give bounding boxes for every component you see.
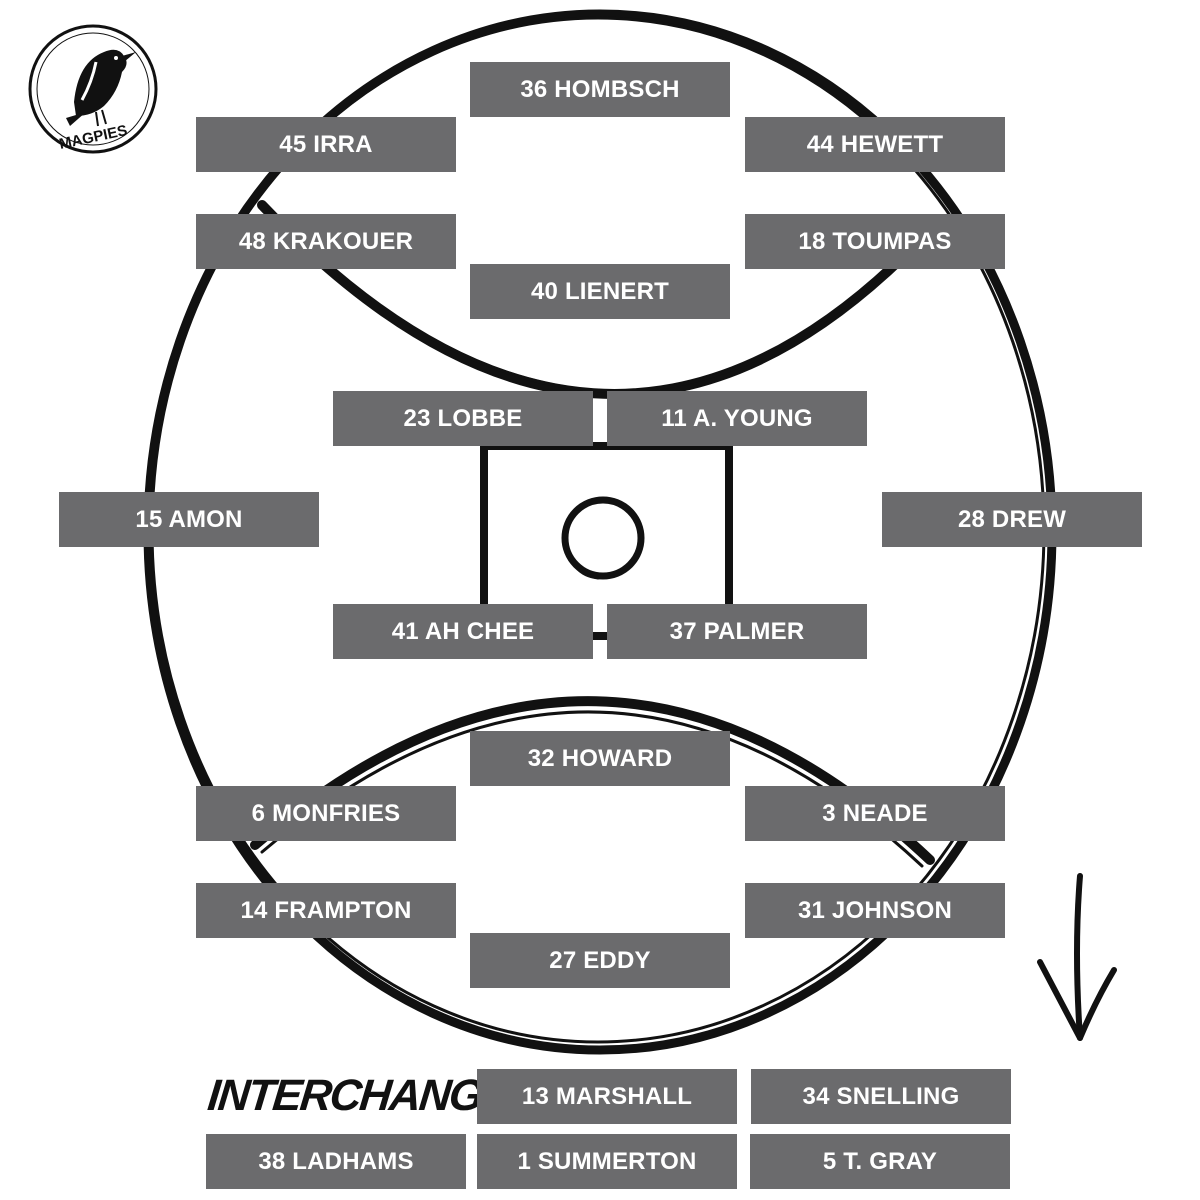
- player-half-back-flank-left: 6 MONFRIES: [196, 786, 456, 841]
- player-centre: 37 PALMER: [607, 604, 867, 659]
- interchange-player: 5 T. GRAY: [750, 1134, 1010, 1189]
- down-arrow-icon: [1037, 873, 1117, 1041]
- player-centre-half-back: 32 HOWARD: [470, 731, 730, 786]
- player-half-back-flank-right: 3 NEADE: [745, 786, 1005, 841]
- player-ruck: 23 LOBBE: [333, 391, 593, 446]
- player-wing-left: 15 AMON: [59, 492, 319, 547]
- interchange-player: 34 SNELLING: [751, 1069, 1011, 1124]
- player-full-forward: 36 HOMBSCH: [470, 62, 730, 117]
- player-forward-pocket-right: 44 HEWETT: [745, 117, 1005, 172]
- back-fifty-arc: [250, 696, 935, 865]
- player-back-pocket-right: 31 JOHNSON: [745, 883, 1005, 938]
- centre-square: [480, 442, 733, 640]
- player-forward-pocket-left: 45 IRRA: [196, 117, 456, 172]
- magpie-icon: [66, 49, 136, 127]
- player-full-back: 27 EDDY: [470, 933, 730, 988]
- player-centre-half-forward: 40 LIENERT: [470, 264, 730, 319]
- centre-circle: [561, 496, 645, 580]
- interchange-player: 38 LADHAMS: [206, 1134, 466, 1189]
- player-half-forward-flank-left: 48 KRAKOUER: [196, 214, 456, 269]
- player-wing-right: 28 DREW: [882, 492, 1142, 547]
- club-logo: MAGPIES: [28, 24, 158, 154]
- player-back-pocket-left: 14 FRAMPTON: [196, 883, 456, 938]
- interchange-player: 13 MARSHALL: [477, 1069, 737, 1124]
- interchange-player: 1 SUMMERTON: [477, 1134, 737, 1189]
- interchange-heading: INTERCHANGE: [205, 1071, 512, 1120]
- player-half-forward-flank-right: 18 TOUMPAS: [745, 214, 1005, 269]
- player-ruck-rover: 11 A. YOUNG: [607, 391, 867, 446]
- player-rover: 41 AH CHEE: [333, 604, 593, 659]
